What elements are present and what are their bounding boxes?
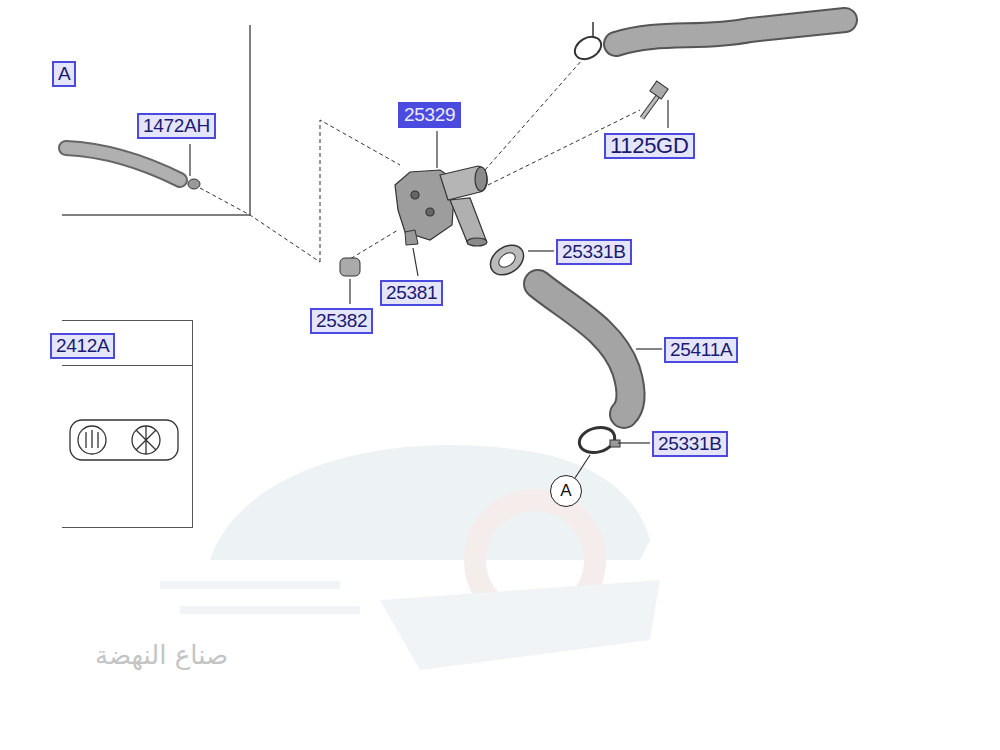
callout-number: 25331B (652, 431, 728, 457)
hose (66, 148, 180, 180)
reference-circle: A (550, 475, 582, 507)
hose (66, 148, 180, 180)
panel-heading: 2412A (50, 333, 115, 359)
hose-clamp (485, 239, 529, 281)
hose-clamp (577, 424, 620, 456)
detail-panel: 2412A (62, 320, 193, 528)
panel-divider (62, 365, 192, 366)
panel-frame (249, 25, 251, 215)
hose (538, 284, 630, 414)
bolt (642, 81, 668, 118)
callout-number: A (52, 61, 76, 87)
callout-number: 25381 (380, 280, 443, 306)
hose (616, 20, 845, 44)
leader-line (592, 22, 594, 36)
hose (538, 284, 630, 414)
thermostat-housing (395, 166, 487, 246)
hose (616, 20, 845, 44)
watermark-text: صناع النهضة (95, 640, 228, 670)
watermark-logo (160, 445, 660, 670)
hose-clamp (571, 32, 605, 63)
symbol-icon (70, 420, 178, 460)
callout-number: 25329 (398, 102, 461, 128)
leader-line (190, 100, 668, 478)
callout-number: 1125GD (604, 133, 695, 159)
callout-number: 1472AH (137, 113, 216, 139)
reference-letter: A (560, 481, 571, 501)
plug (340, 230, 418, 276)
plug (188, 179, 200, 189)
assembly-line (200, 60, 640, 262)
callout-number: 25331B (556, 239, 632, 265)
panel-frame (62, 214, 250, 216)
callout-number: 25411A (664, 337, 738, 363)
callout-number: 25382 (310, 308, 373, 334)
